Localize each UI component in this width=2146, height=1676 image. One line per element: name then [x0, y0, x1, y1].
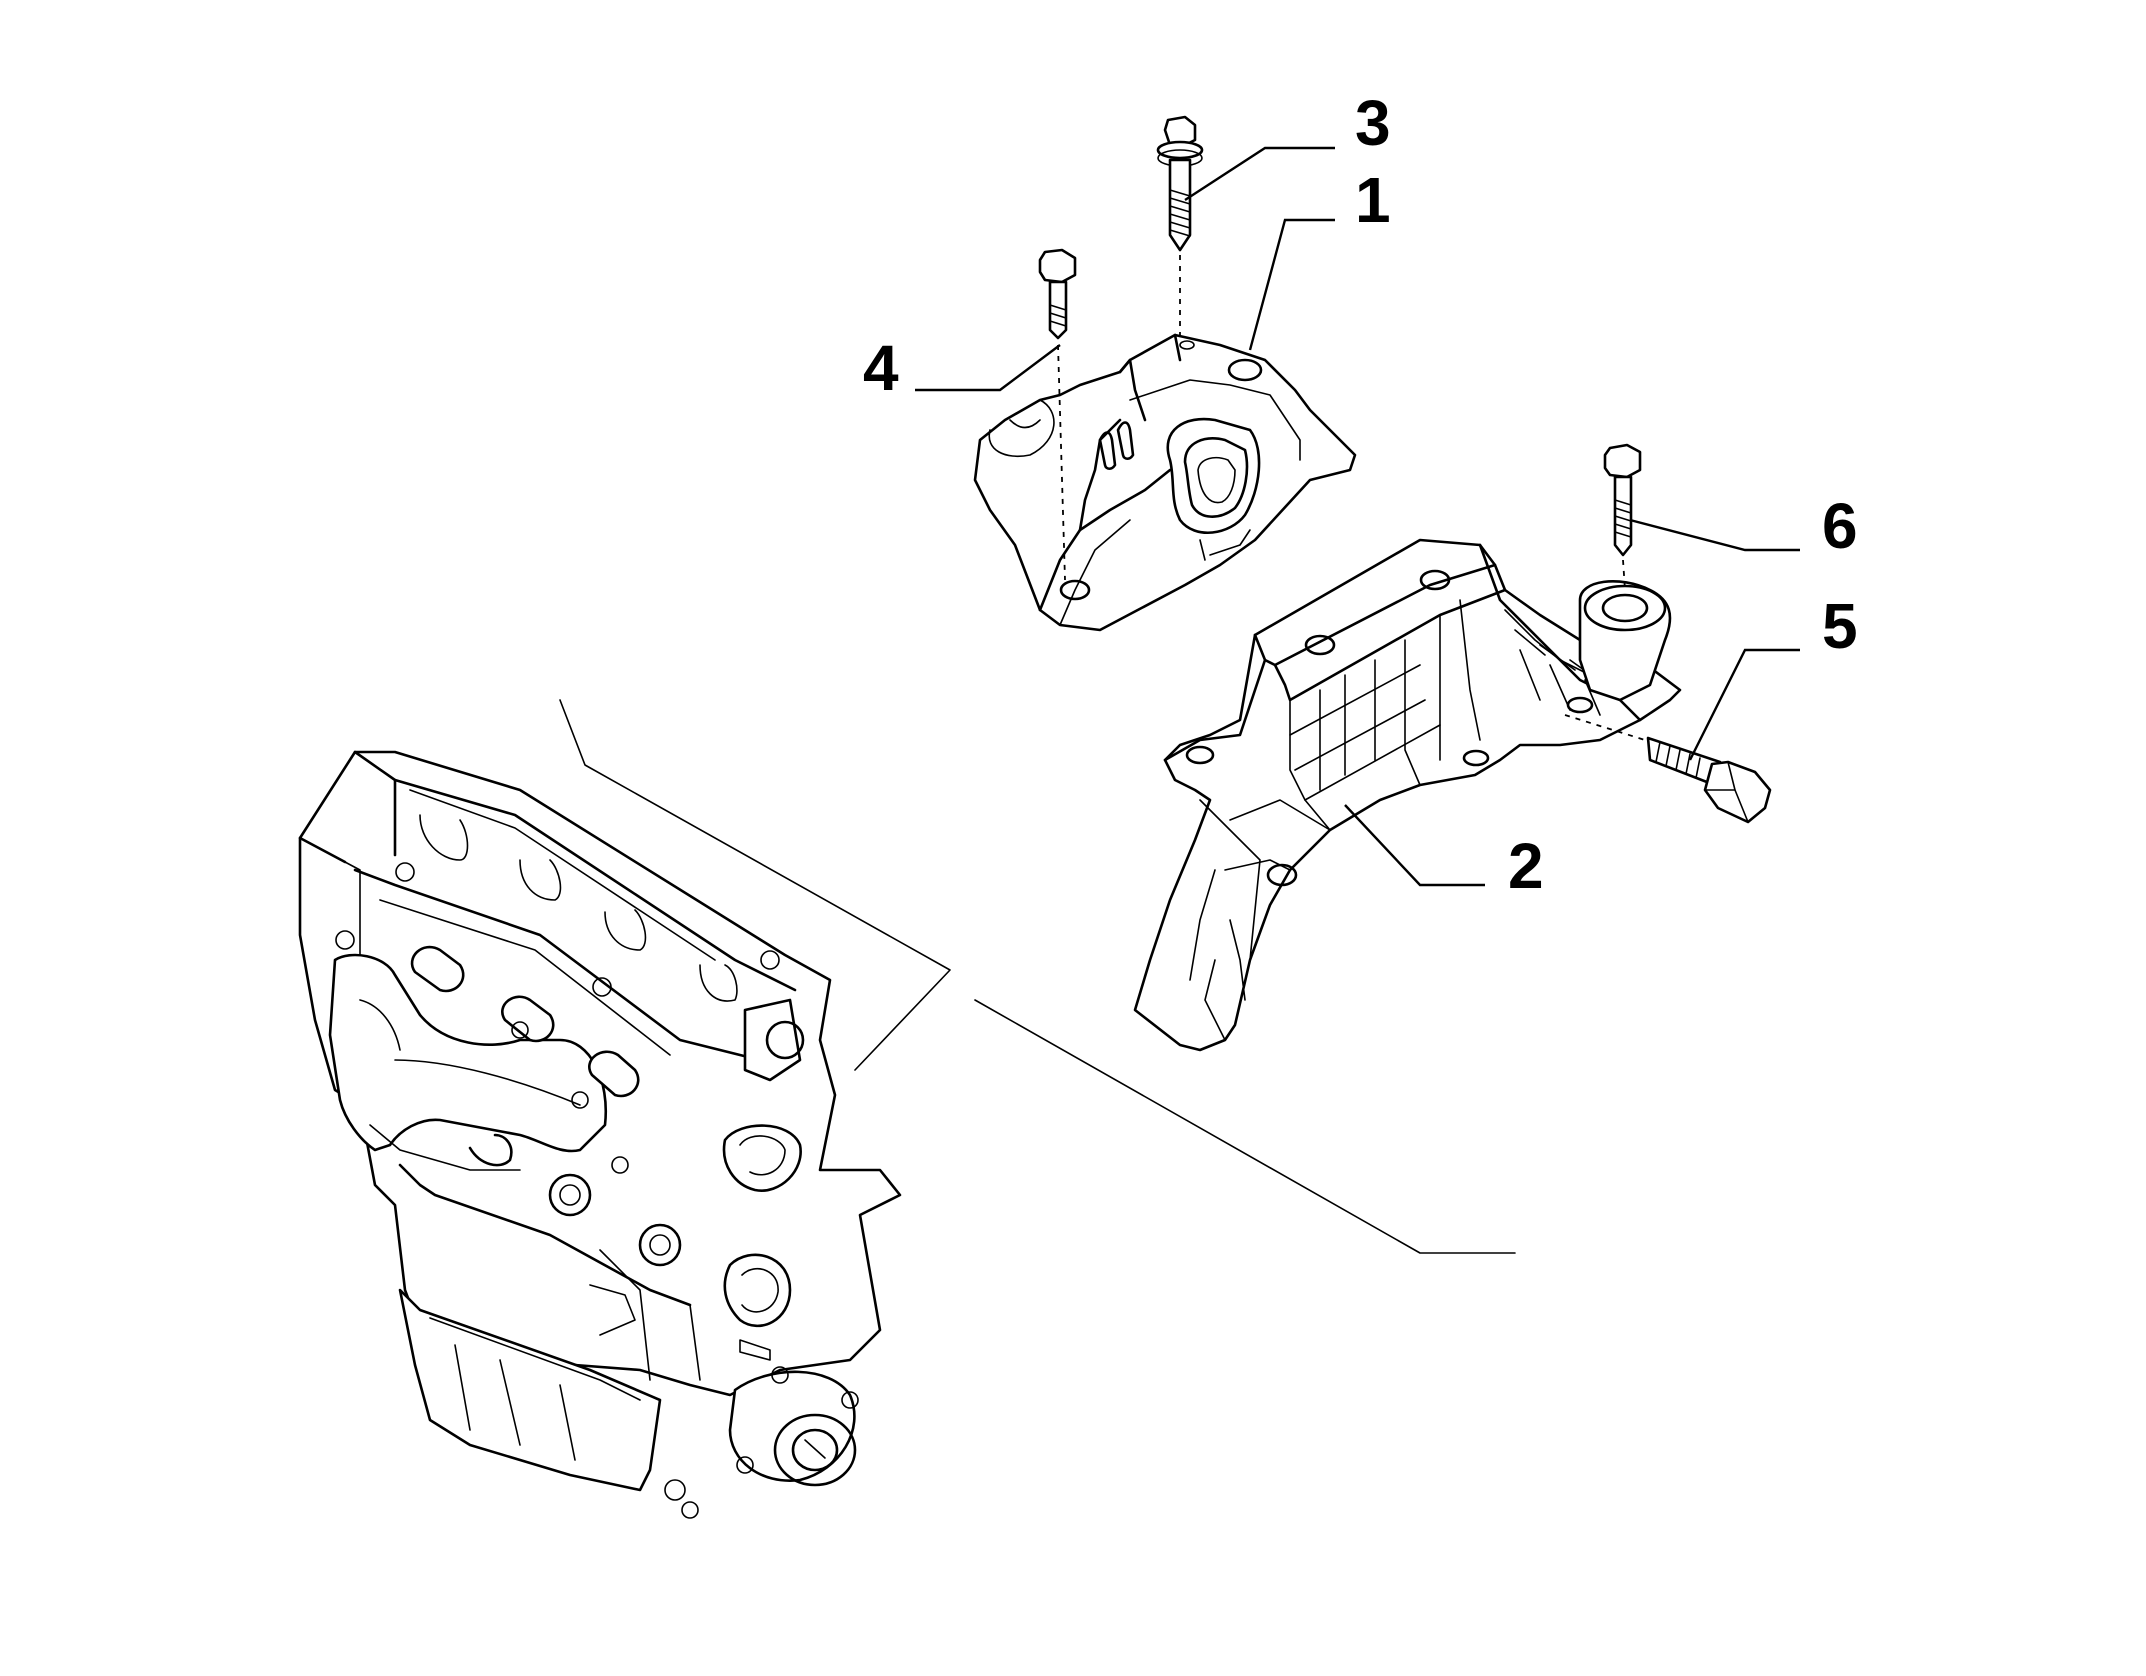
mount-bracket-part-2 — [1133, 538, 1682, 1052]
leader-5 — [1688, 648, 1800, 761]
callout-5: 5 — [1822, 590, 1858, 662]
flanged-bolt-part-3 — [1156, 115, 1204, 335]
leader-3 — [1184, 146, 1335, 202]
callout-1: 1 — [1355, 164, 1391, 236]
callout-leaders — [915, 146, 1800, 887]
callout-3: 3 — [1355, 87, 1391, 159]
callout-6: 6 — [1822, 490, 1858, 562]
callout-4: 4 — [863, 332, 899, 404]
leader-2 — [1344, 804, 1485, 887]
callout-2: 2 — [1508, 830, 1544, 902]
leader-1 — [1248, 218, 1335, 351]
bolt-part-6 — [1603, 443, 1642, 591]
leader-6 — [1629, 518, 1800, 552]
bolt-part-5 — [1564, 714, 1772, 824]
assembly-pointer-lines — [559, 699, 1516, 1254]
bolt-part-4 — [1038, 248, 1077, 581]
callout-labels: 3 1 4 6 5 2 — [863, 87, 1858, 902]
leader-4 — [915, 344, 1061, 392]
engine-block — [298, 750, 902, 1519]
engine-mount-part-1 — [973, 333, 1357, 632]
